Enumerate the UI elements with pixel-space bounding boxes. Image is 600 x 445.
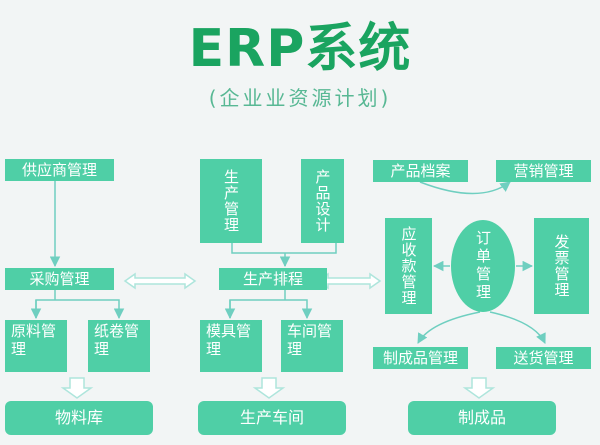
raw-material-management-box: 原料管理 bbox=[5, 320, 67, 372]
production-management-box: 生产管理 bbox=[200, 159, 262, 243]
down-arrow-workshop bbox=[252, 377, 286, 399]
product-archive-box: 产品档案 bbox=[373, 160, 468, 182]
production-scheduling-box: 生产排程 bbox=[219, 268, 327, 290]
down-arrow-finished bbox=[462, 377, 496, 399]
invoice-management-box: 发票管理 bbox=[534, 218, 589, 314]
connector-purchase-to-materials bbox=[35, 290, 119, 318]
receivables-management-box: 应收款管理 bbox=[385, 218, 432, 314]
order-management-ellipse: 订单管理 bbox=[451, 220, 515, 312]
connector-order-to-finished bbox=[417, 311, 481, 344]
finished-goods-management-box: 制成品管理 bbox=[373, 347, 468, 369]
connector-design-to-scheduling bbox=[231, 243, 337, 266]
connector-scheduling-to-workshop bbox=[229, 290, 307, 318]
mold-management-box: 模具管理 bbox=[200, 320, 262, 372]
workshop-management-box: 车间管理 bbox=[281, 320, 343, 372]
purchase-management-box: 采购管理 bbox=[5, 268, 114, 290]
finished-goods-box: 制成品 bbox=[408, 401, 556, 435]
supplier-management-box: 供应商管理 bbox=[5, 159, 114, 181]
double-arrow-purchase-scheduling bbox=[123, 272, 197, 290]
product-design-box: 产品设计 bbox=[301, 159, 344, 243]
page-title: ERP系统 bbox=[188, 19, 412, 79]
paper-roll-management-box: 纸卷管理 bbox=[88, 320, 150, 372]
double-arrow-scheduling-order bbox=[316, 272, 382, 290]
delivery-management-box: 送货管理 bbox=[496, 347, 591, 369]
page-subtitle: (企业业资源计划) bbox=[208, 86, 392, 110]
connector-archive-to-order bbox=[419, 181, 511, 195]
marketing-management-box: 营销管理 bbox=[496, 160, 591, 182]
production-workshop-box: 生产车间 bbox=[198, 401, 346, 435]
material-warehouse-box: 物料库 bbox=[5, 401, 153, 435]
connector-order-to-delivery bbox=[489, 311, 546, 344]
down-arrow-material bbox=[60, 377, 94, 399]
